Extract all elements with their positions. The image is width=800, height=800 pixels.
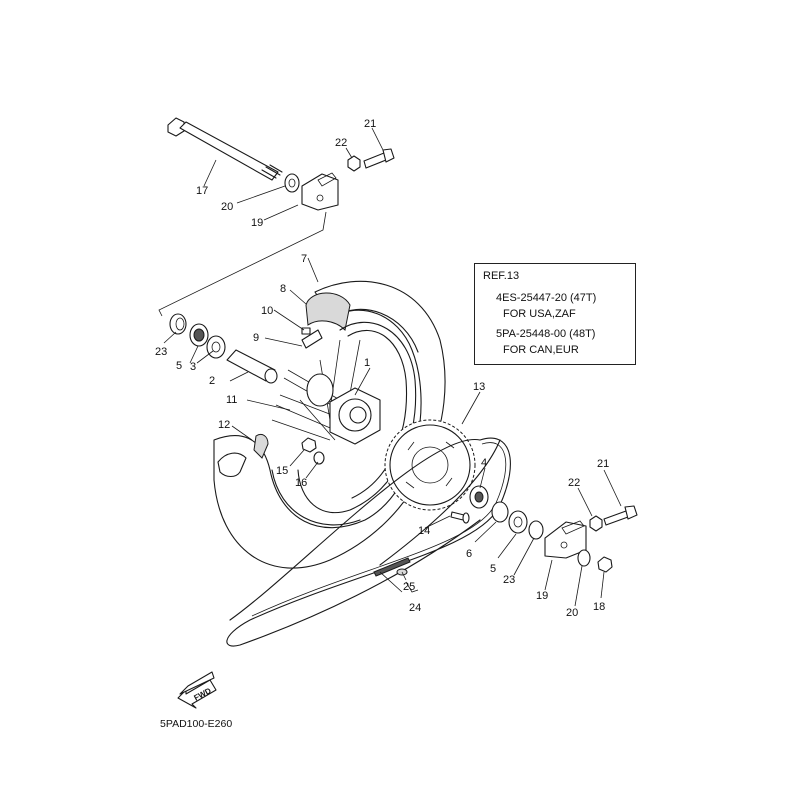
callout-5-left: 5 [176,360,182,372]
callout-8: 8 [280,283,286,295]
hub-part [306,373,381,445]
callout-10: 10 [261,305,273,317]
callout-2: 2 [209,375,215,387]
callout-9: 9 [253,332,259,344]
ref-line-1: 4ES-25447-20 (47T) [496,292,597,304]
callout-19-right: 19 [536,590,548,602]
collar-part [528,520,544,540]
forward-direction-icon: FWD [177,671,217,709]
spacer-part [226,349,278,384]
rim-band-part [301,329,323,349]
diagram-code: 5PAD100-E260 [160,718,233,730]
ref-line-4: FOR CAN,EUR [503,344,579,356]
adjust-bolt-part [363,148,395,169]
nut-part [301,437,317,453]
callout-6: 6 [466,548,472,560]
callout-1: 1 [364,357,370,369]
callout-23-right: 23 [503,574,515,586]
callout-labels: 1 2 3 4 5 5 6 7 8 9 10 11 12 13 14 15 16… [155,118,609,619]
ref-heading: REF.13 [483,270,520,282]
bearing-part [508,510,528,534]
callout-21-top: 21 [364,118,376,130]
callout-5-right: 5 [490,563,496,575]
callout-16: 16 [295,477,307,489]
axle-nut-part [597,556,613,573]
sprocket-part [384,419,476,511]
ref-line-3: 5PA-25448-00 (48T) [496,328,596,340]
callout-22-top: 22 [335,137,347,149]
tire-part [213,280,446,569]
callout-13: 13 [473,381,485,393]
callout-12: 12 [218,419,230,431]
adjust-bolt-part [603,505,638,526]
callout-4: 4 [481,457,487,469]
ref-line-2: FOR USA,ZAF [503,308,576,320]
callout-3: 3 [190,361,196,373]
callout-7: 7 [301,253,307,265]
rim-lock-part [217,433,269,478]
oil-seal-part [491,501,509,523]
callout-18: 18 [593,601,605,613]
chain-adjuster-part [301,172,339,211]
bearing-part [206,335,226,359]
callout-19-top: 19 [251,217,263,229]
callout-20-right: 20 [566,607,578,619]
callout-21-right: 21 [597,458,609,470]
nut-part [589,515,603,532]
tube-part [305,292,351,332]
washer-part [577,549,591,567]
callout-25: 25 [403,581,415,593]
callout-20-top: 20 [221,201,233,213]
axle-part [167,117,283,181]
leader-lines [163,127,622,607]
drive-chain-part [226,437,511,647]
nut-part [347,155,361,172]
callout-22-right: 22 [568,477,580,489]
callout-15: 15 [276,465,288,477]
reference-note-box: REF.13 4ES-25447-20 (47T) FOR USA,ZAF 5P… [474,263,636,365]
washer-part [313,451,325,465]
callout-24: 24 [409,602,421,614]
washer-part [284,173,300,193]
callout-11: 11 [226,394,237,406]
callout-17: 17 [196,185,208,197]
callout-23-left: 23 [155,346,167,358]
callout-14: 14 [418,525,430,537]
valve-part [301,327,311,335]
sprocket-bolt-part [450,511,470,524]
